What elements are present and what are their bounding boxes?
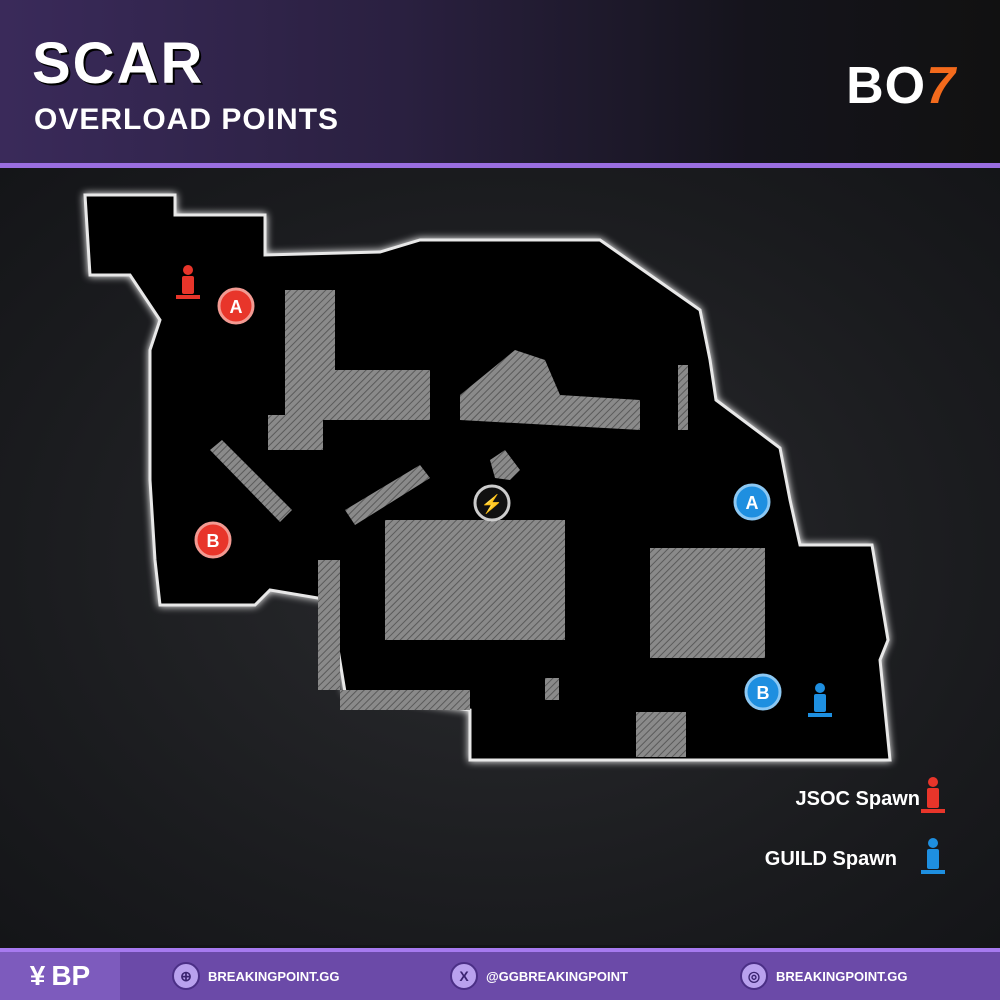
svg-text:⚡: ⚡	[481, 493, 503, 515]
guild-spawn-icon	[808, 683, 832, 717]
bo7-logo: BO7	[846, 56, 956, 116]
guild-point-b: B	[744, 673, 782, 711]
jsoc-spawn-icon	[176, 265, 200, 299]
legend-guild-label: GUILD Spawn	[764, 848, 897, 870]
website-link[interactable]: ⊕ BREAKINGPOINT.GG	[172, 962, 339, 990]
buildings	[210, 290, 765, 757]
x-icon: X	[450, 962, 478, 990]
website-label: BREAKINGPOINT.GG	[208, 968, 340, 984]
instagram-icon: ◎	[740, 962, 768, 990]
x-label: @GGBREAKINGPOINT	[486, 968, 628, 984]
map-title: SCAR	[32, 31, 205, 96]
bp-logo: ¥BP	[0, 952, 120, 1000]
jsoc-point-a: A	[217, 287, 255, 325]
guild-point-a: A	[733, 483, 771, 521]
objective-marker: ⚡	[473, 484, 511, 522]
instagram-label: BREAKINGPOINT.GG	[776, 968, 908, 984]
bp-brand: BP	[51, 960, 91, 991]
legend-jsoc: JSOC Spawn	[796, 788, 920, 811]
header-divider	[0, 163, 1000, 168]
bp-chevron-icon: ¥	[29, 960, 46, 991]
jsoc-point-b-label: B	[207, 531, 220, 551]
mode-subtitle: OVERLOAD POINTS	[34, 103, 340, 136]
legend-jsoc-label: JSOC Spawn	[795, 788, 920, 810]
logo-main: BO	[846, 57, 927, 115]
footer: ¥BP ⊕BREAKINGPOINT.GG X@GGBREAKINGPOINT …	[0, 948, 1000, 1000]
x-link[interactable]: X @GGBREAKINGPOINT	[450, 962, 628, 990]
logo-accent: 7	[926, 57, 956, 115]
legend-guild-icon	[921, 838, 945, 874]
jsoc-point-b: B	[194, 521, 232, 559]
guild-point-a-label: A	[746, 493, 759, 513]
instagram-link[interactable]: ◎ BREAKINGPOINT.GG	[740, 962, 907, 990]
globe-icon: ⊕	[172, 962, 200, 990]
legend-jsoc-icon	[921, 777, 945, 813]
header: SCAR OVERLOAD POINTS BO7	[0, 0, 1000, 163]
guild-point-b-label: B	[757, 683, 770, 703]
jsoc-point-a-label: A	[230, 297, 243, 317]
legend-guild: GUILD Spawn	[765, 848, 897, 871]
